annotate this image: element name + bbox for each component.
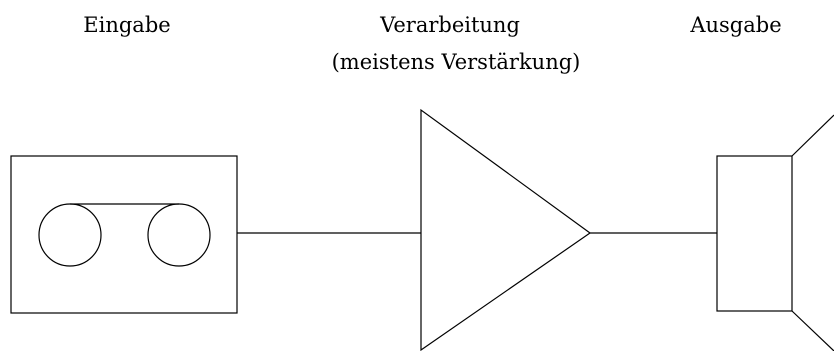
loudspeaker-icon (716, 114, 834, 351)
cassette-left-reel (38, 203, 102, 267)
loudspeaker-cone-lower-edge (791, 310, 834, 351)
processing-sublabel: (meistens Verstärkung) (332, 50, 581, 74)
amplifier-triangle (420, 108, 592, 351)
cassette-tape-icon (10, 155, 238, 314)
cassette-right-reel (147, 203, 211, 267)
loudspeaker-magnet (716, 155, 793, 312)
amplifier-triangle-icon (420, 108, 592, 351)
cassette-body (10, 155, 238, 314)
input-label: Eingabe (83, 13, 170, 37)
processing-label: Verarbeitung (379, 13, 520, 37)
output-label: Ausgabe (689, 13, 781, 37)
loudspeaker-cone-upper-edge (791, 114, 834, 157)
